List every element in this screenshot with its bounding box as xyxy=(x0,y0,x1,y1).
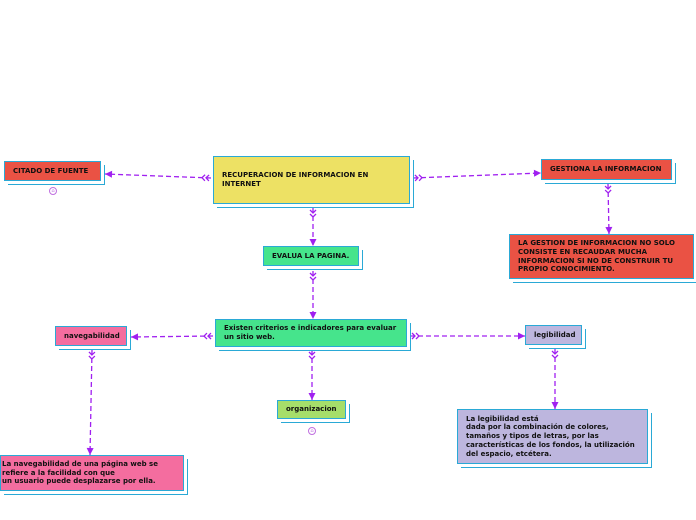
edge-criterios-legibilidad-chevron xyxy=(411,332,420,340)
edge-gestiona-desc-chevron xyxy=(604,185,612,194)
navegabilidad-node[interactable]: navegabilidad xyxy=(55,326,127,346)
edge-navegabilidad-desc-chevron xyxy=(88,351,96,360)
legibilidad-label: legibilidad xyxy=(534,330,576,339)
evalua-label: EVALUA LA PAGINA. xyxy=(272,251,350,260)
gestion-desc-label: LA GESTION DE INFORMACION NO SOLO CONSIS… xyxy=(518,239,675,274)
evalua-node[interactable]: EVALUA LA PAGINA. xyxy=(263,246,359,266)
organizacion-label: organizacion xyxy=(286,405,337,414)
navegabilidad-desc-label: La navegabilidad de una página web se re… xyxy=(2,459,158,486)
citado-fuente-label: CITADO DE FUENTE xyxy=(13,166,89,175)
edge-criterios-navegabilidad-arrowhead xyxy=(131,333,139,341)
edge-criterios-legibilidad-arrowhead xyxy=(518,332,525,340)
gestion-desc-node[interactable]: LA GESTION DE INFORMACION NO SOLO CONSIS… xyxy=(509,234,694,279)
edge-criterios-navegabilidad-line xyxy=(130,335,214,338)
edge-navegabilidad-desc-arrowhead xyxy=(86,447,94,455)
gestiona-node[interactable]: GESTIONA LA INFORMACION xyxy=(541,159,672,180)
edge-evalua-criterios-arrowhead xyxy=(309,312,317,319)
legibilidad-node[interactable]: legibilidad xyxy=(525,325,582,345)
organizacion-link-icon[interactable]: ⌂ xyxy=(308,427,316,435)
edge-main-gestiona-line xyxy=(412,172,542,179)
edge-criterios-organizacion-arrowhead xyxy=(308,393,316,400)
edge-main-gestiona-arrowhead xyxy=(533,169,541,177)
legibilidad-desc-label: La legibilidad está dada por la combinac… xyxy=(466,414,635,458)
citado-fuente-node[interactable]: CITADO DE FUENTE xyxy=(4,161,101,181)
edge-gestiona-desc-arrowhead xyxy=(605,226,613,234)
organizacion-node[interactable]: organizacion xyxy=(277,400,346,419)
gestiona-label: GESTIONA LA INFORMACION xyxy=(550,165,662,174)
navegabilidad-label: navegabilidad xyxy=(64,331,120,340)
legibilidad-desc-node[interactable]: La legibilidad está dada por la combinac… xyxy=(457,409,648,464)
main-topic-label: RECUPERACION DE INFORMACION EN INTERNET xyxy=(222,171,369,188)
main-topic-node[interactable]: RECUPERACION DE INFORMACION EN INTERNET xyxy=(213,156,410,204)
edge-main-citado-line xyxy=(104,173,212,179)
edge-evalua-criterios-chevron xyxy=(309,272,317,281)
edge-main-evalua-chevron xyxy=(309,209,317,218)
edge-criterios-navegabilidad-chevron xyxy=(203,332,212,340)
edge-legibilidad-desc-chevron xyxy=(551,350,559,359)
edge-main-evalua-arrowhead xyxy=(309,239,317,246)
edge-legibilidad-desc-arrowhead xyxy=(551,402,559,409)
edge-main-citado-arrowhead xyxy=(105,170,113,178)
edge-main-gestiona-chevron xyxy=(414,174,423,182)
criterios-node[interactable]: Existen criterios e indicadores para eva… xyxy=(215,319,407,347)
citado-fuente-link-icon[interactable]: ⌂ xyxy=(49,187,57,195)
edge-navegabilidad-desc-line xyxy=(89,349,93,456)
criterios-label: Existen criterios e indicadores para eva… xyxy=(224,324,397,341)
edge-criterios-organizacion-chevron xyxy=(308,351,316,360)
edge-main-citado-chevron xyxy=(201,174,210,182)
navegabilidad-desc-node[interactable]: La navegabilidad de una página web se re… xyxy=(0,455,184,491)
